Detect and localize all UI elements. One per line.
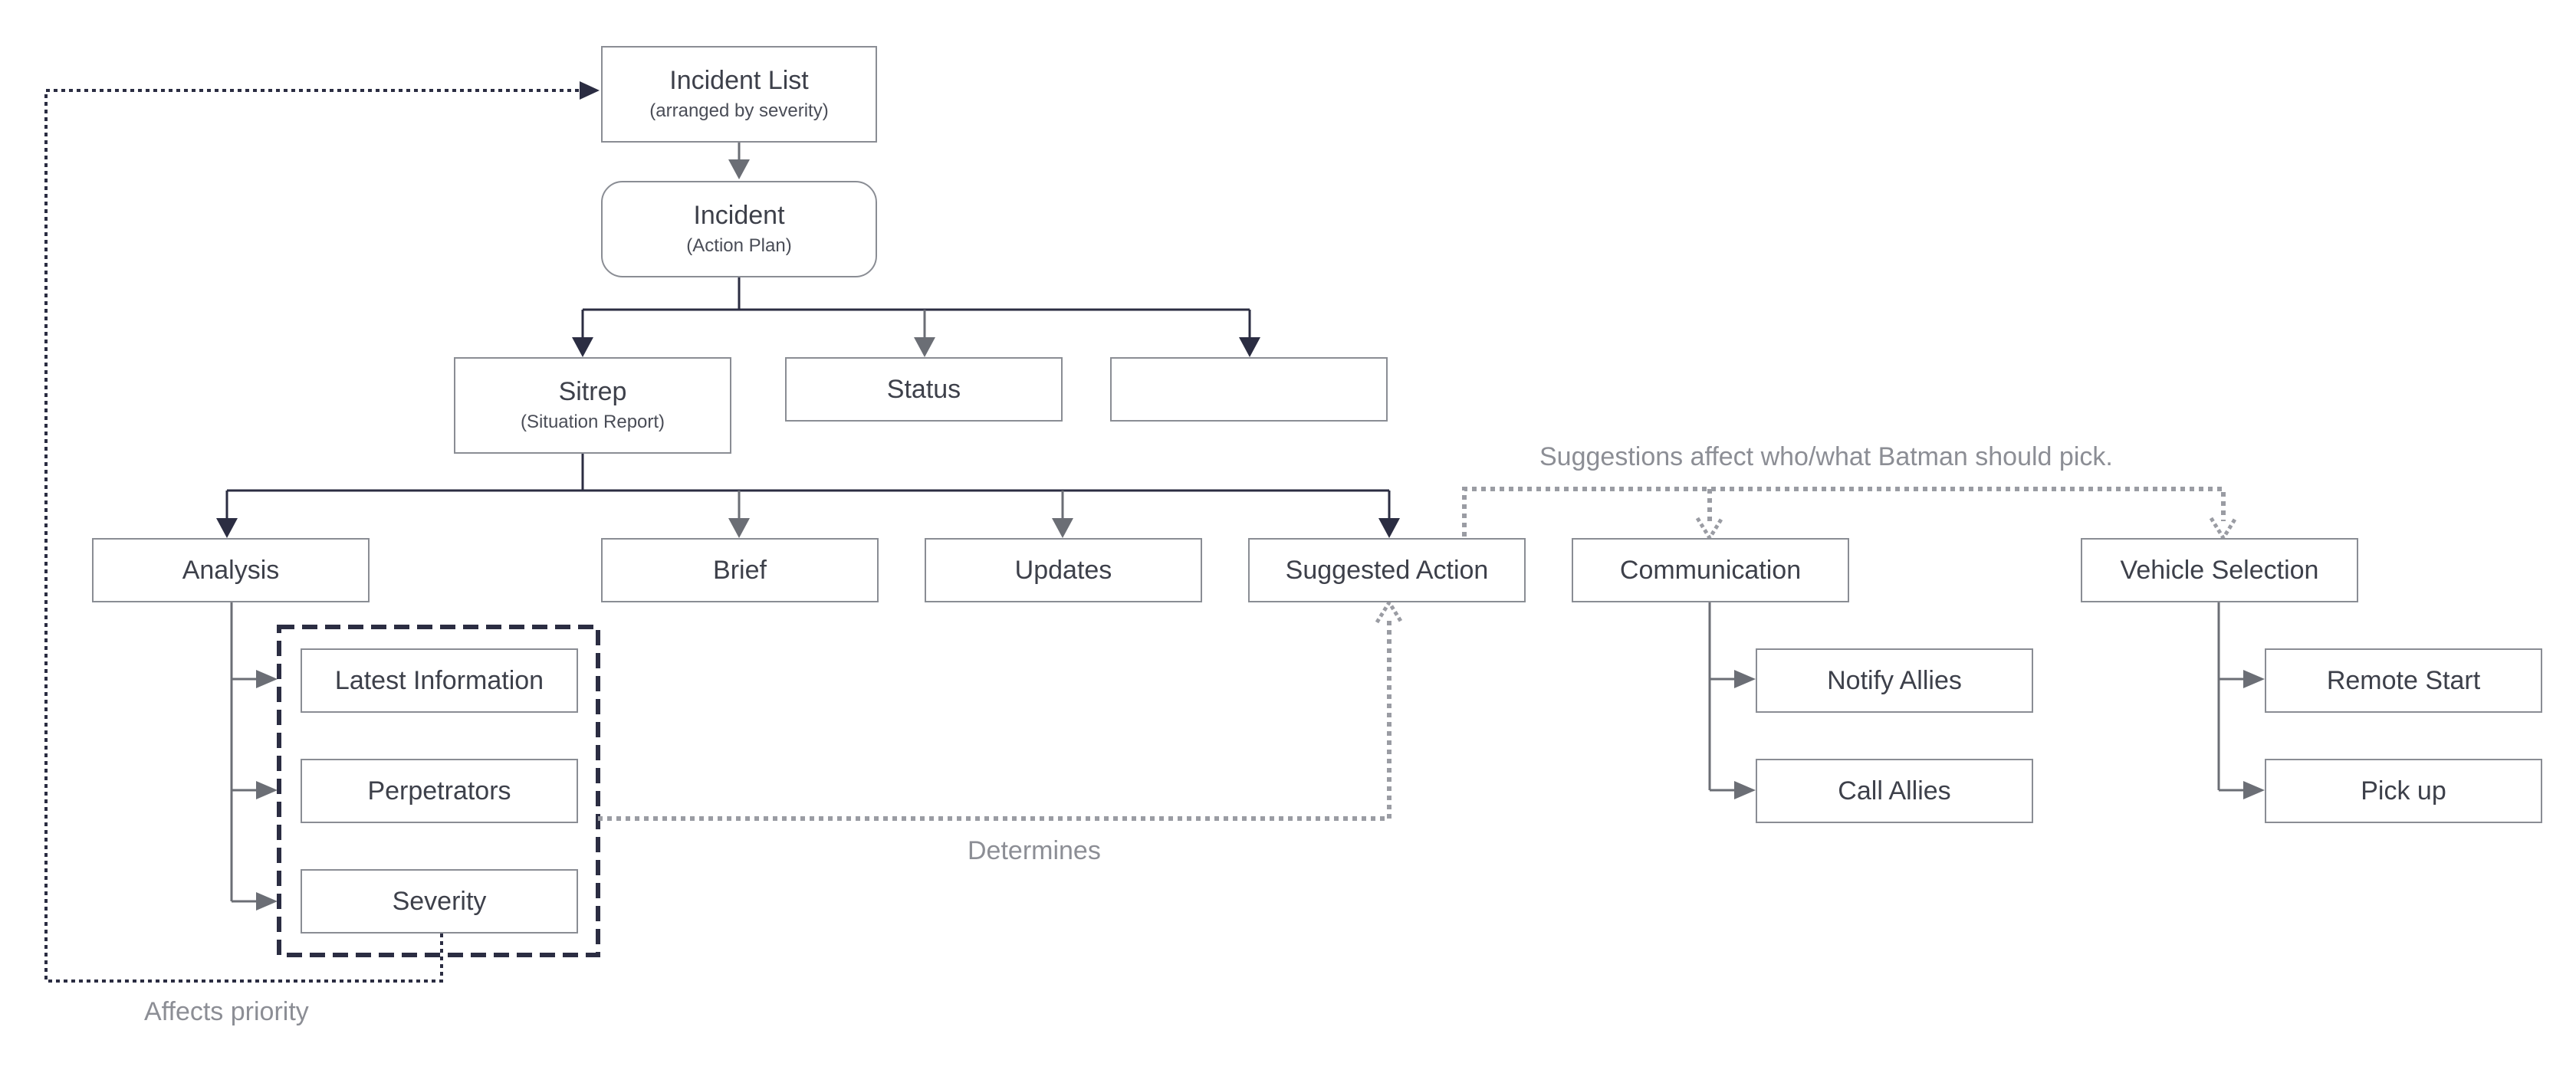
node-vehicle-selection-title: Vehicle Selection	[2120, 556, 2319, 585]
node-remote-start[interactable]: Remote Start	[2265, 648, 2542, 713]
annotation-affects-priority: Affects priority	[144, 997, 309, 1026]
node-incident-title: Incident	[693, 201, 785, 230]
node-sitrep[interactable]: Sitrep (Situation Report)	[454, 357, 731, 454]
analysis-group-dashed-box	[277, 625, 600, 957]
dotted-connector-suggestions	[1462, 487, 2238, 542]
node-perpetrators[interactable]: Perpetrators	[301, 759, 578, 823]
node-sitrep-subtitle: (Situation Report)	[520, 412, 665, 432]
connector-analysis-to-subitems	[230, 601, 278, 911]
node-communication-title: Communication	[1619, 556, 1802, 585]
node-remote-start-title: Remote Start	[2326, 666, 2481, 695]
node-updates-title: Updates	[1014, 556, 1112, 585]
connector-communication-to-subitems	[1708, 601, 1756, 799]
node-brief[interactable]: Brief	[601, 538, 879, 602]
node-updates[interactable]: Updates	[925, 538, 1202, 602]
node-communication[interactable]: Communication	[1572, 538, 1849, 602]
node-incident-list-subtitle: (arranged by severity)	[649, 100, 829, 121]
node-call-allies[interactable]: Call Allies	[1756, 759, 2033, 823]
node-analysis[interactable]: Analysis	[92, 538, 370, 602]
connector-vehicle-to-subitems	[2217, 601, 2265, 799]
dotted-connector-determines	[598, 599, 1404, 821]
node-notify-allies-title: Notify Allies	[1827, 666, 1962, 695]
node-suggested-action-title: Suggested Action	[1285, 556, 1489, 585]
node-latest-information-title: Latest Information	[334, 666, 544, 695]
node-incident-list[interactable]: Incident List (arranged by severity)	[601, 46, 877, 143]
connector-sitrep-to-children	[216, 454, 1400, 538]
node-call-allies-title: Call Allies	[1838, 776, 1951, 806]
node-severity-title: Severity	[392, 887, 487, 916]
node-pick-up-title: Pick up	[2361, 776, 2446, 806]
arrow-incident-list-to-incident	[728, 143, 750, 179]
node-incident-list-title: Incident List	[669, 66, 809, 95]
node-incident-subtitle: (Action Plan)	[686, 235, 792, 256]
node-analysis-title: Analysis	[182, 556, 280, 585]
annotation-suggestions: Suggestions affect who/what Batman shoul…	[1539, 442, 2113, 471]
dotted-connector-affects-priority	[44, 81, 600, 983]
node-blank[interactable]	[1110, 357, 1388, 422]
node-status-title: Status	[886, 375, 961, 404]
annotation-determines: Determines	[968, 836, 1101, 865]
node-status[interactable]: Status	[785, 357, 1063, 422]
node-perpetrators-title: Perpetrators	[367, 776, 511, 806]
node-brief-title: Brief	[713, 556, 767, 585]
connector-incident-to-children	[572, 277, 1260, 357]
node-latest-information[interactable]: Latest Information	[301, 648, 578, 713]
node-pick-up[interactable]: Pick up	[2265, 759, 2542, 823]
node-suggested-action[interactable]: Suggested Action	[1248, 538, 1526, 602]
node-vehicle-selection[interactable]: Vehicle Selection	[2081, 538, 2358, 602]
node-notify-allies[interactable]: Notify Allies	[1756, 648, 2033, 713]
node-incident[interactable]: Incident (Action Plan)	[601, 181, 877, 277]
node-severity[interactable]: Severity	[301, 869, 578, 934]
node-sitrep-title: Sitrep	[558, 377, 627, 406]
